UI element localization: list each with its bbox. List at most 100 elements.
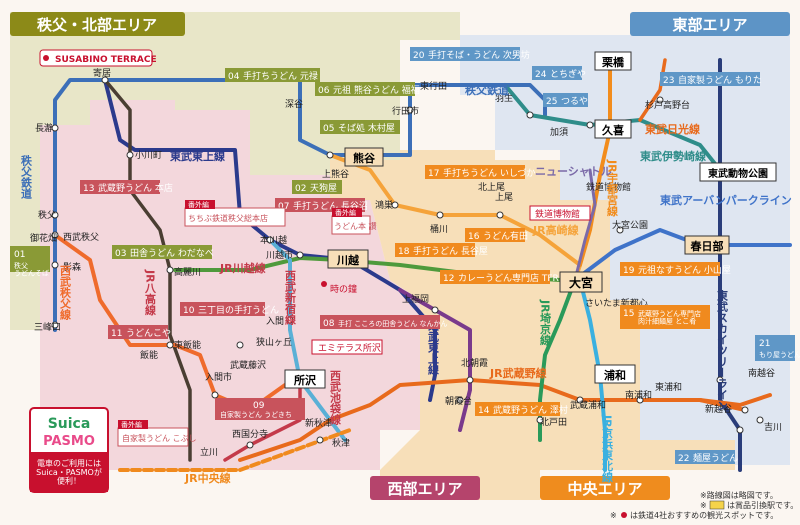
station-minamiurawa: 南浦和: [625, 389, 652, 401]
extra-badges: 番外編 ちちぶ鉄道秩父総本店 番外編 うどん本 讃 番外編 自家製うどん こぶし: [117, 200, 377, 447]
shop-05-name: そば処 木村屋: [338, 122, 395, 134]
spot-railway-museum: 鉄道博物館: [535, 208, 580, 220]
station-ageo: 上尾: [495, 192, 513, 203]
central-area-bg: [330, 150, 735, 500]
station-higashiurawa: 東浦和: [655, 381, 682, 393]
station-asakadai: 朝霞台: [445, 395, 472, 407]
legend-line-3-prefix: ※: [610, 511, 617, 520]
shop-04-name: 手打ちうどん 元禄: [243, 70, 318, 82]
station-kurihashi: 栗橋: [602, 55, 625, 69]
shop-06-name: 元祖 熊谷うどん 福福: [333, 84, 420, 96]
station-fukaya: 深谷: [285, 99, 303, 110]
extra-kawagoe: うどん本 讃: [334, 221, 377, 231]
extra-tokorozawa: 自家製うどん こぶし: [122, 433, 197, 443]
shop-03-no: 03: [115, 249, 126, 259]
shop-08-no: 08: [323, 319, 335, 329]
station-konosu: 鴻巣: [375, 199, 393, 211]
shop-20-no: 20: [413, 51, 425, 61]
line-label-jr-kawagoe: JR川越線: [219, 261, 266, 275]
shop-02-name: 天狗屋: [310, 182, 337, 194]
line-jr-takasaki: [328, 153, 582, 282]
shop-16-name: うどん有田: [483, 230, 528, 242]
shop-18-no: 18: [398, 247, 410, 257]
station-kasukabe: 春日部: [691, 239, 724, 253]
station-nishikokubunji: 西国分寺: [232, 429, 268, 440]
extra-label-1: 番外編: [188, 200, 209, 209]
station-chichibu: 秩父: [38, 210, 56, 221]
station-kitatoda: 北戸田: [540, 417, 567, 428]
shop-05-no: 05: [323, 124, 334, 134]
shop-10-name: 三丁目の手打うどん: [198, 304, 279, 316]
north-area-left: [10, 270, 40, 330]
station-shinakitsu: 新秋津: [305, 417, 332, 429]
station-omiya: 大宮: [569, 275, 593, 290]
station-kazo: 加須: [550, 127, 568, 138]
line-label-tobu-skytree: 東武スカイツリーライン: [716, 289, 729, 411]
station-higashigyoda: 東行田: [420, 80, 447, 92]
shop-17-name: 手打ちうどん いしづか: [443, 167, 535, 179]
line-jr-chuo: [118, 428, 352, 472]
legend: ※路線図は略図です。 ※ は賞品引換駅です。 ※ は鉄道4社おすすめの観光スポッ…: [610, 490, 798, 520]
station-omiyakoen: 大宮公園: [612, 219, 648, 231]
line-new-shuttle: [573, 168, 597, 282]
legend-line-2: は賞品引換駅です。: [727, 500, 798, 510]
station-akitsu: 秋津: [332, 437, 350, 449]
shop-09-no: 09: [253, 401, 265, 411]
station-kumagaya: 熊谷: [353, 151, 376, 165]
line-label-jr-keihin: JR京浜東北線: [601, 414, 614, 483]
line-label-tobu-tojo: 東武東上線: [170, 149, 225, 163]
station-hon-kawagoe: 本川越: [260, 234, 287, 246]
shop-11-no: 11: [111, 329, 122, 339]
major-stations: 熊谷 川越 所沢 大宮 浦和 久喜 栗橋 春日部 東武動物公園: [284, 51, 777, 389]
station-kitaageo: 北上尾: [478, 182, 505, 193]
line-seibu-shinjuku: [268, 238, 347, 442]
line-label-seibu-ikebukuro: 西武池袋線: [329, 370, 343, 426]
station-sugitotakanodai: 杉戸高野台: [645, 99, 690, 111]
east-area-bg: [460, 35, 790, 465]
shop-08-name: 手打 こころの田舎うどん なんかん: [338, 319, 447, 328]
shop-04-no: 04: [228, 72, 240, 82]
legend-line-2-prefix: ※: [700, 501, 707, 510]
spot-toki-no-kane: 時の鐘: [330, 283, 357, 295]
shop-21-no: 21: [759, 339, 770, 349]
legend-spot-icon: [621, 512, 627, 518]
station-hanyu: 羽生: [495, 92, 513, 104]
extra-label-2: 番外編: [335, 208, 356, 217]
area-badges: 秩父・北部エリア 東部エリア 西部エリア 中央エリア: [10, 12, 790, 500]
shop-23-name: 自家製うどん もりた: [678, 74, 762, 86]
line-label-tobu-nikko: 東武日光線: [645, 122, 700, 136]
shop-15-no: 15: [623, 309, 634, 319]
station-yoshikawa: 吉川: [764, 422, 782, 433]
area-label-central: 中央エリア: [567, 480, 642, 498]
station-dots: [51, 56, 764, 449]
line-label-tobu-tojo-2: 東武東上線: [427, 319, 440, 376]
line-label-tobu-isesaki: 東武伊勢崎線: [640, 149, 706, 163]
line-label-chichibu-east: 秩父鉄道: [465, 83, 509, 97]
legend-line-1: ※路線図は略図です。: [700, 490, 778, 500]
shop-13-name: 武蔵野うどん 本店: [98, 182, 173, 194]
shop-21-name: もり屋うどん: [759, 351, 800, 359]
shop-24-no: 24: [535, 70, 547, 80]
spot-marker-icon: [43, 55, 49, 61]
shop-13-no: 13: [83, 184, 94, 194]
line-label-tobu-urban: 東武アーバンパークライン: [660, 193, 792, 207]
line-label-jr-takasaki: JR高崎線: [532, 223, 579, 237]
shop-01-no: 01: [14, 250, 25, 260]
shop-11-name: うどんこや: [126, 328, 171, 339]
pasmo-logo: PASMO: [43, 434, 95, 449]
station-musashifujisawa: 武蔵藤沢: [230, 359, 266, 371]
shop-03-name: 田舎うどん わだなべ: [130, 248, 214, 259]
station-gyoda: 行田市: [392, 105, 419, 117]
suica-logo: Suica: [48, 416, 91, 432]
area-label-west: 西部エリア: [387, 480, 462, 498]
shop-02-no: 02: [295, 184, 306, 194]
line-jr-utsunomiya: [578, 58, 612, 267]
station-tachikawa: 立川: [200, 446, 218, 458]
station-urawa: 浦和: [604, 368, 626, 382]
shop-25-no: 25: [546, 97, 557, 107]
extra-label-3: 番外編: [121, 420, 142, 429]
spot-susabino: SUSABINO TERRACE: [55, 55, 157, 65]
